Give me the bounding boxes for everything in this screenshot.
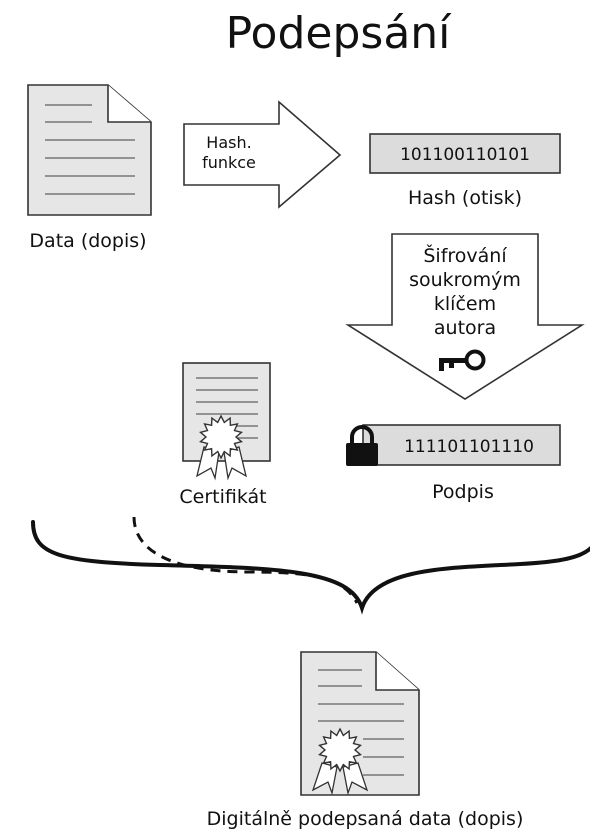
signature-box: 111101101110 (362, 424, 561, 466)
hash-value: 101100110101 (400, 145, 530, 165)
encryption-line3: klíčem (434, 293, 496, 315)
encryption-line4: autora (434, 317, 496, 339)
page-title: Podepsání (226, 8, 453, 59)
brace (31, 516, 590, 615)
encryption-arrow: Šifrování soukromým klíčem autora (345, 233, 585, 400)
hash-label: Hash (otisk) (408, 187, 522, 209)
signature-label: Podpis (432, 481, 494, 503)
data-label: Data (dopis) (29, 230, 146, 252)
certificate-icon (182, 362, 271, 481)
hash-value-box: 101100110101 (369, 133, 561, 174)
data-document-icon (27, 84, 152, 216)
signature-value: 111101101110 (404, 437, 534, 457)
hash-function-line1: Hash. (206, 133, 251, 152)
encryption-line2: soukromým (409, 269, 521, 291)
lock-icon (346, 425, 378, 466)
signed-document-icon (300, 651, 420, 796)
key-icon (439, 349, 486, 371)
encryption-line1: Šifrování (423, 243, 507, 267)
hash-function-line2: funkce (202, 153, 256, 172)
hash-function-arrow: Hash. funkce (183, 100, 342, 209)
certificate-label: Certifikát (179, 486, 266, 508)
result-label: Digitálně podepsaná data (dopis) (207, 808, 524, 830)
